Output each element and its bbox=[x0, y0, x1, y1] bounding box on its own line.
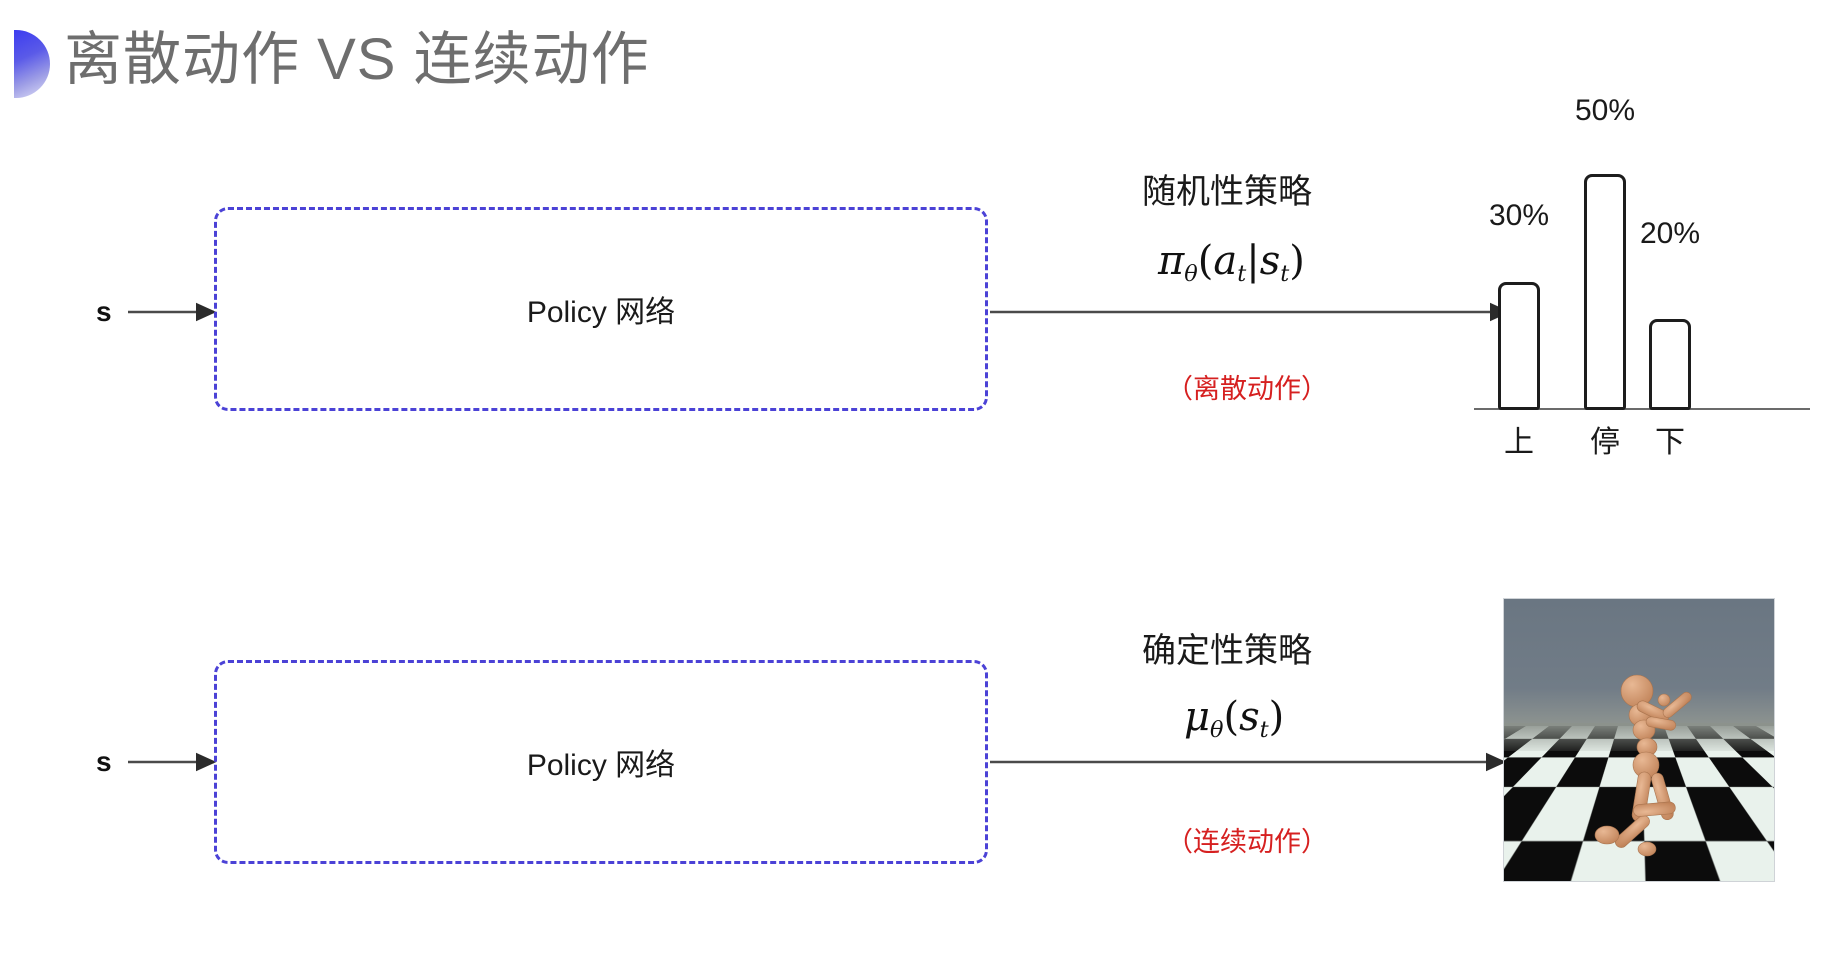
policy-network-label-continuous: Policy 网络 bbox=[526, 749, 676, 782]
policy-network-box-discrete[interactable]: Policy 网络 bbox=[214, 207, 988, 411]
bar-value-label-2: 20% bbox=[1639, 217, 1701, 250]
note-continuous-action: （连续动作） bbox=[1166, 827, 1328, 857]
bar-2 bbox=[1649, 319, 1691, 410]
formula-state: s bbox=[1259, 238, 1281, 284]
bar-value-label-0: 30% bbox=[1488, 199, 1550, 232]
formula-mu: μ bbox=[1184, 694, 1210, 740]
bar-category-label-2: 下 bbox=[1655, 426, 1685, 459]
action-probability-bar-chart: 30% 上 50% 停 20% 下 bbox=[1470, 94, 1830, 459]
humanoid-simulation-image bbox=[1503, 598, 1775, 882]
formula-deterministic-policy: μθ(st) bbox=[1184, 694, 1285, 744]
note-discrete-action: （离散动作） bbox=[1166, 374, 1328, 404]
formula-open-paren: ( bbox=[1197, 238, 1214, 284]
bar-category-label-1: 停 bbox=[1590, 426, 1620, 459]
policy-network-box-continuous[interactable]: Policy 网络 bbox=[214, 660, 988, 864]
formula-conditional-bar: | bbox=[1246, 238, 1260, 284]
policy-kind-stochastic: 随机性策略 bbox=[1142, 173, 1312, 211]
policy-kind-deterministic: 确定性策略 bbox=[1142, 632, 1312, 670]
policy-network-label-discrete: Policy 网络 bbox=[526, 296, 676, 329]
half-circle-bullet-icon bbox=[14, 30, 50, 98]
input-state-label-discrete: s bbox=[96, 296, 112, 327]
formula-pi: π bbox=[1158, 238, 1185, 284]
bar-0 bbox=[1498, 282, 1540, 410]
formula-mu-subscript: θ bbox=[1210, 717, 1224, 744]
input-state-label-continuous: s bbox=[96, 746, 112, 777]
chart-baseline-axis bbox=[1474, 408, 1810, 410]
page-title: 离散动作 VS 连续动作 bbox=[64, 27, 650, 92]
formula-stochastic-policy: πθ(at|st) bbox=[1158, 238, 1305, 288]
formula-close-paren-2: ) bbox=[1268, 694, 1285, 740]
formula-open-paren-2: ( bbox=[1223, 694, 1240, 740]
bar-value-label-1: 50% bbox=[1574, 94, 1636, 127]
formula-state-subscript-2: t bbox=[1259, 717, 1269, 744]
formula-close-paren: ) bbox=[1289, 238, 1305, 284]
humanoid-figure bbox=[1594, 674, 1692, 857]
formula-state-2: s bbox=[1239, 694, 1260, 740]
bar-category-label-0: 上 bbox=[1504, 426, 1534, 459]
formula-action-subscript: t bbox=[1237, 261, 1247, 288]
formula-pi-subscript: θ bbox=[1184, 261, 1198, 288]
formula-action: a bbox=[1213, 238, 1238, 284]
bar-1 bbox=[1584, 174, 1626, 410]
formula-state-subscript: t bbox=[1280, 261, 1290, 288]
